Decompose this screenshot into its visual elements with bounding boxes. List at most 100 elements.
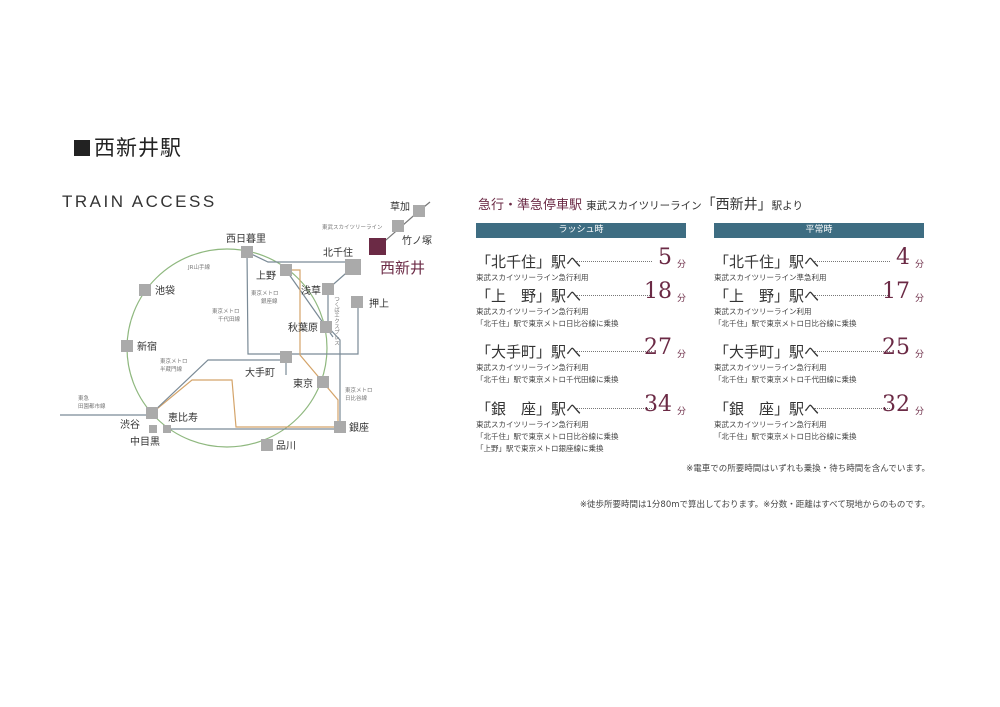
destination: 「上 野」駅へ [476, 287, 582, 305]
origin-station: 「西新井」 [701, 197, 772, 213]
station-shinagawa [261, 439, 273, 451]
label-chiyoda-line-2: 千代田線 [218, 315, 241, 323]
station-ginza [334, 421, 346, 433]
travel-minutes: 4 [896, 245, 910, 270]
access-column-rush: ラッシュ時「北千住」駅へ 5 分東武スカイツリーライン急行利用「上 野」駅へ 1… [476, 223, 686, 453]
leader-dots [576, 295, 652, 296]
leader-dots [814, 261, 890, 262]
title-text: 西新井駅 [94, 136, 182, 160]
station-nishiarai [369, 238, 386, 255]
label-denentoshi-line: 東急 [78, 394, 90, 402]
footnote-transfer: ※電車での所要時間はいずれも乗換・待ち時間を含んでいます。 [686, 464, 930, 474]
access-entry: 「上 野」駅へ 18 分東武スカイツリーライン急行利用「北千住」駅で東京メトロ日… [476, 279, 686, 330]
access-entry: 「北千住」駅へ 4 分東武スカイツリーライン準急利用 [714, 245, 924, 284]
travel-minutes: 18 [644, 279, 672, 304]
access-entry: 「大手町」駅へ 25 分東武スカイツリーライン急行利用「北千住」駅で東京メトロ千… [714, 335, 924, 386]
leader-dots [814, 351, 890, 352]
destination: 「銀 座」駅へ [476, 400, 582, 418]
label-hibiya-line: 東京メトロ [345, 386, 373, 394]
route-note: 東武スカイツリーライン急行利用 [476, 420, 589, 429]
route-note: 東武スカイツリーライン急行利用 [714, 420, 827, 429]
label-tsukuba-line: つくばエクスプレス [333, 296, 340, 346]
page-title: 西新井駅 [74, 132, 182, 162]
train-map: 草加 竹ノ塚 西新井 北千住 西日暮里 上野 浅草 押上 秋葉原 大手町 東京 … [60, 201, 432, 452]
minutes-unit: 分 [676, 260, 686, 270]
label-denentoshi-line-2: 田園都市線 [78, 402, 106, 410]
station-kitasenju [345, 259, 361, 275]
leader-dots [576, 261, 652, 262]
minutes-unit: 分 [676, 350, 686, 360]
label-otemachi: 大手町 [245, 366, 275, 379]
route-note: 「北千住」駅で東京メトロ日比谷線に乗換 [476, 432, 619, 441]
station-shibuya [146, 407, 158, 419]
station-tokyo [317, 376, 329, 388]
leader-dots [576, 408, 652, 409]
access-entry: 「銀 座」駅へ 34 分東武スカイツリーライン急行利用「北千住」駅で東京メトロ日… [476, 392, 686, 455]
route-note: 東武スカイツリーライン急行利用 [476, 273, 589, 282]
label-asakusa: 浅草 [301, 284, 321, 297]
label-nishiarai: 西新井 [380, 259, 425, 277]
route-note: 東武スカイツリーライン急行利用 [714, 363, 827, 372]
label-kitasenju: 北千住 [323, 246, 353, 259]
column-header: ラッシュ時 [476, 223, 686, 238]
route-note: 「北千住」駅で東京メトロ日比谷線に乗換 [476, 319, 619, 328]
station-otemachi [280, 351, 292, 363]
footnote-walking: ※徒歩所要時間は1分80mで算出しております。※分数・距離はすべて現地からのもの… [579, 500, 930, 510]
station-shinjuku [121, 340, 133, 352]
leader-dots [576, 351, 652, 352]
station-asakusa [322, 283, 334, 295]
route-note: 「北千住」駅で東京メトロ千代田線に乗換 [714, 375, 857, 384]
minutes-unit: 分 [914, 294, 924, 304]
travel-minutes: 5 [658, 245, 672, 270]
label-nishinippori: 西日暮里 [226, 232, 266, 245]
access-column-normal: 平常時「北千住」駅へ 4 分東武スカイツリーライン準急利用「上 野」駅へ 17 … [714, 223, 924, 441]
station-ikebukuro [139, 284, 151, 296]
access-entry: 「大手町」駅へ 27 分東武スカイツリーライン急行利用「北千住」駅で東京メトロ千… [476, 335, 686, 386]
route-note: 東武スカイツリーライン利用 [714, 307, 812, 316]
route-note: 東武スカイツリーライン急行利用 [476, 363, 589, 372]
travel-minutes: 32 [882, 392, 910, 417]
station-nishinippori [241, 246, 253, 258]
destination: 「大手町」駅へ [714, 343, 820, 361]
kitasenju-line [246, 251, 353, 263]
station-oshiage [351, 296, 363, 308]
label-shinjuku: 新宿 [137, 340, 157, 353]
label-akihabara: 秋葉原 [288, 321, 318, 334]
chiyoda-line [246, 251, 359, 355]
access-entry: 「北千住」駅へ 5 分東武スカイツリーライン急行利用 [476, 245, 686, 284]
destination: 「銀 座」駅へ [714, 400, 820, 418]
label-skytree-line: 東武スカイツリーライン [322, 223, 383, 231]
stop-type: 急行・準急停車駅 [478, 198, 583, 213]
label-nakameguro: 中目黒 [130, 435, 160, 448]
access-entry: 「銀 座」駅へ 32 分東武スカイツリーライン急行利用「北千住」駅で東京メトロ日… [714, 392, 924, 443]
destination: 「上 野」駅へ [714, 287, 820, 305]
heading-suffix: 駅より [771, 200, 803, 212]
hanzomon-line [151, 359, 286, 414]
minutes-unit: 分 [914, 350, 924, 360]
route-note: 「北千住」駅で東京メトロ千代田線に乗換 [476, 375, 619, 384]
leader-dots [814, 295, 890, 296]
station-takenotsuka [392, 220, 404, 232]
access-heading: 急行・準急停車駅 東武スカイツリーライン「西新井」駅より [478, 194, 803, 214]
travel-minutes: 25 [882, 335, 910, 360]
destination: 「北千住」駅へ [714, 253, 820, 271]
route-note: 「北千住」駅で東京メトロ日比谷線に乗換 [714, 319, 857, 328]
travel-minutes: 17 [882, 279, 910, 304]
leader-dots [814, 408, 890, 409]
label-shinagawa: 品川 [276, 440, 296, 452]
map-heading: TRAIN ACCESS [62, 192, 217, 211]
label-ginza-line-2: 銀座線 [261, 297, 278, 305]
station-soka [413, 205, 425, 217]
label-ginza-line: 東京メトロ [251, 289, 279, 297]
label-ebisu: 恵比寿 [168, 411, 198, 424]
label-yamanote-line: JR山手線 [187, 263, 210, 271]
minutes-unit: 分 [914, 260, 924, 270]
label-oshiage: 押上 [369, 297, 389, 310]
line-name: 東武スカイツリーライン [586, 200, 702, 212]
minutes-unit: 分 [914, 407, 924, 417]
label-ginza: 銀座 [349, 421, 369, 434]
route-note: 東武スカイツリーライン準急利用 [714, 273, 827, 282]
station-nakameguro [149, 425, 157, 433]
square-bullet-icon [74, 140, 90, 156]
